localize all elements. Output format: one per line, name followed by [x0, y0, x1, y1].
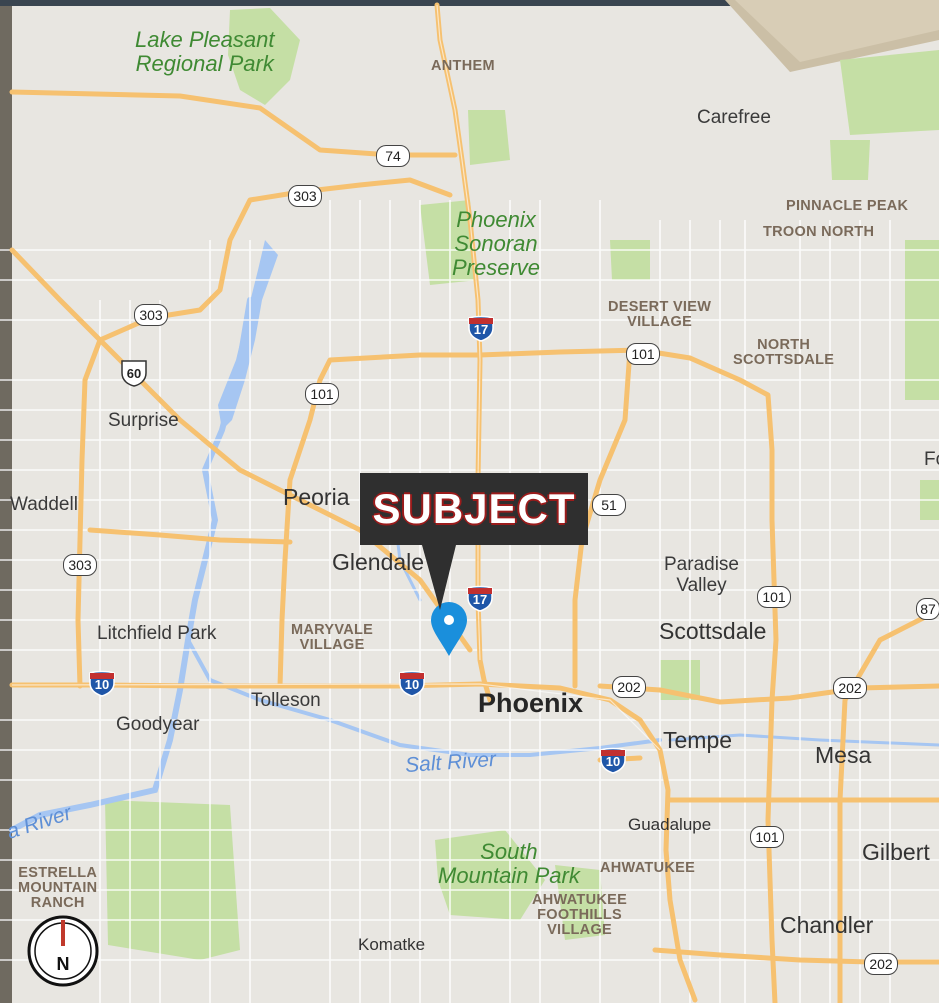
- us-60-shield: 60: [119, 359, 149, 387]
- i-10-shield-south: 10: [599, 746, 627, 774]
- sr-87-shield: 87: [916, 598, 939, 620]
- i-10-shield-mid: 10: [398, 669, 426, 697]
- sr-202-shield-west: 202: [612, 676, 646, 698]
- city-label-peoria: Peoria: [283, 484, 350, 510]
- city-label-goodyear: Goodyear: [116, 714, 200, 735]
- city-label-chandler: Chandler: [780, 912, 874, 938]
- city-label-guadalupe: Guadalupe: [628, 815, 712, 834]
- city-label-tempe: Tempe: [663, 727, 733, 753]
- subject-callout-pointer: [422, 545, 456, 610]
- city-label-waddell: Waddell: [10, 494, 78, 515]
- i-17-shield-south: 17: [466, 584, 494, 612]
- sr-101-shield-east: 101: [757, 586, 791, 608]
- north-compass: N: [28, 916, 98, 986]
- city-label-surprise: Surprise: [108, 410, 179, 431]
- city-label-glendale: Glendale: [332, 549, 425, 575]
- sr-303-shield-low: 303: [63, 554, 97, 576]
- hood-label-ahwatukee: AHWATUKEE: [600, 860, 696, 876]
- sr-202-shield-south: 202: [864, 953, 898, 975]
- compass-n-label: N: [56, 954, 70, 974]
- city-label-komatke: Komatke: [358, 935, 426, 954]
- city-label-phoenix: Phoenix: [478, 688, 584, 718]
- sr-303-shield-top: 303: [288, 185, 322, 207]
- city-label-scottsdale: Scottsdale: [659, 618, 767, 644]
- sr-303-shield-mid: 303: [134, 304, 168, 326]
- city-label-tolleson: Tolleson: [251, 690, 321, 711]
- i-10-shield-west: 10: [88, 669, 116, 697]
- i-17-shield-north: 17: [467, 314, 495, 342]
- subject-pin[interactable]: [431, 602, 467, 656]
- city-label-carefree: Carefree: [697, 107, 771, 128]
- hood-label-pinnacle-peak: PINNACLE PEAK: [786, 198, 909, 214]
- sr-101-shield-west: 101: [305, 383, 339, 405]
- sr-51-shield: 51: [592, 494, 626, 516]
- hood-label-anthem: ANTHEM: [431, 58, 495, 74]
- subject-callout: SUBJECT: [360, 473, 588, 545]
- sr-101-shield-south: 101: [750, 826, 784, 848]
- city-label-mesa: Mesa: [815, 742, 872, 768]
- sr-202-shield-east: 202: [833, 677, 867, 699]
- sr-74-shield: 74: [376, 145, 410, 167]
- city-label-litchfield-park: Litchfield Park: [97, 623, 217, 644]
- compass-needle: [61, 920, 65, 946]
- sr-101-shield-north: 101: [626, 343, 660, 365]
- compass-ring: [27, 915, 99, 987]
- subject-label: SUBJECT: [372, 485, 576, 532]
- city-label-edge-fo: Fo: [924, 449, 939, 470]
- hood-label-troon-north: TROON NORTH: [763, 224, 875, 240]
- city-label-gilbert: Gilbert: [862, 839, 930, 865]
